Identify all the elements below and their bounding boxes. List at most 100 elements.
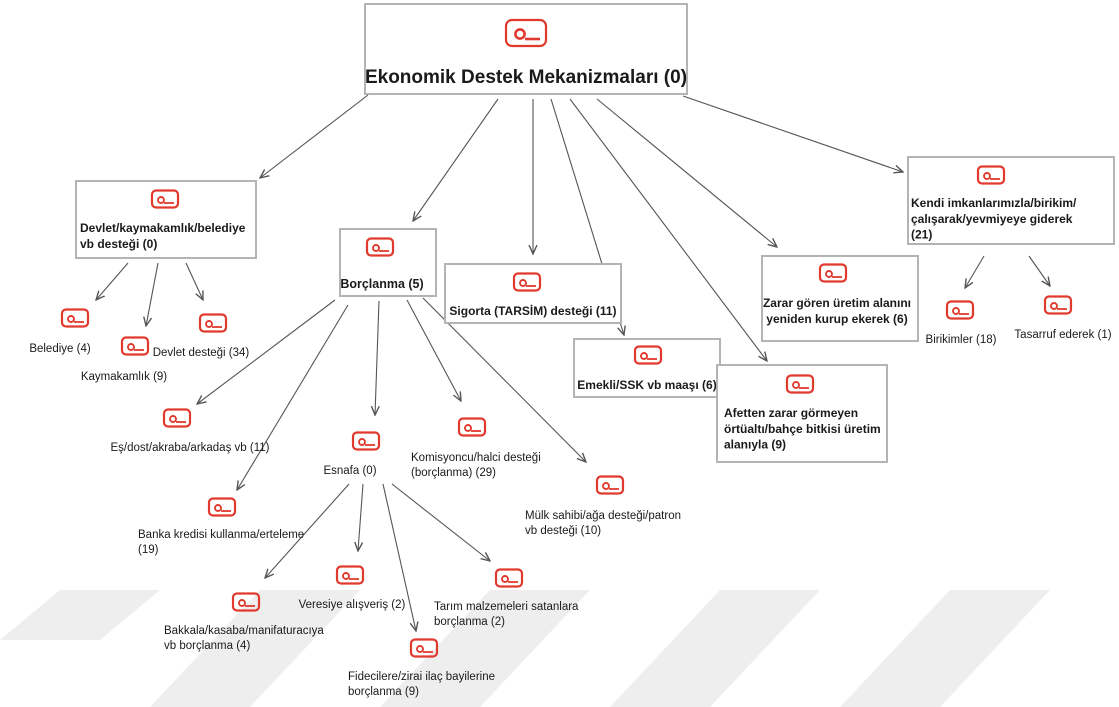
node-veresiye[interactable]: Veresiye alışveriş (2) <box>299 565 406 612</box>
edge-kendi-to-tasarruf <box>1028 255 1050 286</box>
code-icon <box>162 408 192 428</box>
code-icon <box>150 189 180 209</box>
node-label: Devlet desteği (34) <box>153 347 250 359</box>
code-icon <box>351 431 381 451</box>
node-label: Kendi imkanlarımızla/birikim/ <box>911 196 1077 210</box>
node-label: Esnafa (0) <box>323 465 376 477</box>
code-icon <box>365 237 395 257</box>
node-label: (borçlanma) (29) <box>411 467 496 479</box>
node-label: Afetten zarar görmeyen <box>724 406 858 420</box>
edge-borc-to-esnafa <box>375 300 379 415</box>
node-borc[interactable]: Borçlanma (5) <box>339 228 437 297</box>
node-label: Banka kredisi kullanma/erteleme <box>138 529 304 541</box>
edge-root-to-devlet <box>260 94 369 178</box>
node-label: borçlanma (9) <box>348 686 419 698</box>
code-icon <box>633 345 663 365</box>
node-root[interactable]: Ekonomik Destek Mekanizmaları (0) <box>364 3 688 95</box>
node-tarim[interactable]: Tarım malzemeleri satanlara borçlanma (2) <box>434 568 579 629</box>
node-box <box>716 364 888 463</box>
code-icon <box>409 638 439 658</box>
code-icon <box>945 300 975 320</box>
edge-borc-to-komisyon <box>406 299 461 401</box>
node-esnafa[interactable]: Esnafa (0) <box>323 431 381 478</box>
edge-esnafa-to-fide <box>382 483 416 631</box>
node-label: Ekonomik Destek Mekanizmaları (0) <box>365 67 687 88</box>
node-label: Veresiye alışveriş (2) <box>299 599 406 611</box>
code-icon <box>207 497 237 517</box>
node-label: Emekli/SSK vb maaşı (6) <box>577 378 716 392</box>
edge-devlet-to-kaymakam <box>146 262 159 326</box>
node-label: Komisyoncu/halci desteği <box>411 452 541 464</box>
node-birikim[interactable]: Birikimler (18) <box>926 300 997 347</box>
node-label: Zarar gören üretim alanını <box>763 296 911 310</box>
node-banka[interactable]: Banka kredisi kullanma/erteleme (19) <box>138 497 304 557</box>
node-box <box>907 156 1115 245</box>
node-devletd[interactable]: Devlet desteği (34) <box>153 313 250 360</box>
node-tasarruf[interactable]: Tasarruf ederek (1) <box>1014 295 1112 342</box>
node-label: Birikimler (18) <box>926 334 997 346</box>
code-icon <box>785 374 815 394</box>
edge-esnafa-to-tarim <box>391 483 490 561</box>
node-box <box>444 263 622 324</box>
edge-esnafa-to-veresiye <box>358 483 364 551</box>
node-devlet[interactable]: Devlet/kaymakamlık/belediye vb desteği (0… <box>75 180 257 259</box>
watermark-band <box>0 590 1050 707</box>
edge-devlet-to-devletd <box>185 262 203 300</box>
node-kaymakam[interactable]: Kaymakamlık (9) <box>81 336 167 384</box>
edges-layer <box>96 94 1050 631</box>
node-zarar[interactable]: Zarar gören üretim alanını yeniden kurup … <box>761 255 919 342</box>
code-icon <box>512 272 542 292</box>
edge-borc-to-mulk <box>422 297 586 462</box>
node-label: Sigorta (TARSİM) desteği (11) <box>449 303 616 318</box>
node-box <box>75 180 257 259</box>
edge-root-to-zarar <box>596 98 777 247</box>
edge-root-to-afet <box>569 98 767 361</box>
code-icon <box>198 313 228 333</box>
node-label: vb desteği (0) <box>80 237 157 251</box>
node-label: Tarım malzemeleri satanlara <box>434 601 579 613</box>
node-label: Borçlanma (5) <box>340 277 423 291</box>
node-label: (21) <box>911 228 932 242</box>
edge-root-to-kendi <box>682 95 903 172</box>
code-icon <box>120 336 150 356</box>
code-icon <box>335 565 365 585</box>
node-komisyon[interactable]: Komisyoncu/halci desteği (borçlanma) (29) <box>411 417 541 480</box>
edge-kendi-to-birikim <box>965 255 985 288</box>
edge-borc-to-banka <box>237 304 349 490</box>
edge-esnafa-to-bakkal <box>265 483 350 578</box>
node-label: vb borçlanma (4) <box>164 640 250 652</box>
node-esdost[interactable]: Eş/dost/akraba/arkadaş vb (11) <box>111 408 270 455</box>
node-label: vb desteği (10) <box>525 525 601 537</box>
nodes-layer: Ekonomik Destek Mekanizmaları (0) Devlet/… <box>29 3 1115 699</box>
node-box <box>573 338 721 398</box>
node-label: Belediye (4) <box>29 343 91 355</box>
node-label: çalışarak/yevmiyeye giderek <box>911 212 1073 226</box>
edge-borc-to-esdost <box>197 299 336 404</box>
node-label: (19) <box>138 544 159 556</box>
node-box <box>339 228 437 297</box>
code-icon <box>60 308 90 328</box>
code-icon <box>457 417 487 437</box>
node-belediye[interactable]: Belediye (4) <box>29 308 91 356</box>
node-fide[interactable]: Fidecilere/zirai ilaç bayilerine borçlanm… <box>348 638 495 699</box>
code-icon <box>818 263 848 283</box>
node-label: Mülk sahibi/ağa desteği/patron <box>525 510 681 522</box>
code-icon <box>595 475 625 495</box>
code-icon <box>494 568 524 588</box>
node-label: Fidecilere/zirai ilaç bayilerine <box>348 671 495 683</box>
node-label: alanıyla (9) <box>724 438 786 452</box>
node-sigorta[interactable]: Sigorta (TARSİM) desteği (11) <box>444 263 622 324</box>
edge-devlet-to-belediye <box>96 262 129 300</box>
node-label: yeniden kurup ekerek (6) <box>766 312 907 326</box>
code-icon <box>1043 295 1073 315</box>
node-label: Devlet/kaymakamlık/belediye <box>80 221 246 235</box>
node-kendi[interactable]: Kendi imkanlarımızla/birikim/çalışarak/y… <box>907 156 1115 245</box>
code-icon <box>976 165 1006 185</box>
node-label: borçlanma (2) <box>434 616 505 628</box>
node-mulk[interactable]: Mülk sahibi/ağa desteği/patron vb desteği… <box>525 475 681 538</box>
node-emekli[interactable]: Emekli/SSK vb maaşı (6) <box>573 338 721 398</box>
node-box <box>761 255 919 342</box>
